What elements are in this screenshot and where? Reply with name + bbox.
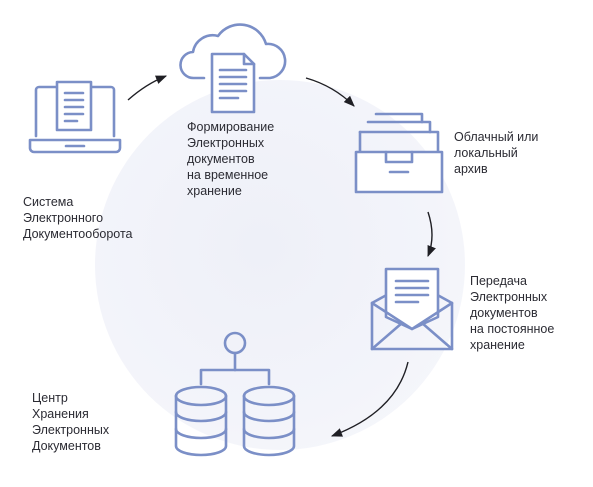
label-line: хранение xyxy=(470,338,525,352)
archive-drawer-icon xyxy=(354,112,444,194)
label-line: документов xyxy=(470,306,538,320)
label-line: Облачный или xyxy=(454,130,539,144)
label-edo-system: Система Электронного Документооборота xyxy=(23,194,133,242)
laptop-document-icon xyxy=(28,80,122,154)
label-line: на постоянное xyxy=(470,322,555,336)
label-formation: Формирование Электронных документов на в… xyxy=(187,119,274,199)
label-line: архив xyxy=(454,162,488,176)
envelope-letter-icon xyxy=(370,267,454,351)
arrow-archive-to-transfer xyxy=(427,211,436,258)
label-line: Электронного xyxy=(23,211,104,225)
arrow-formation-to-archive xyxy=(305,77,355,107)
label-line: Передача xyxy=(470,274,528,288)
label-line: локальный xyxy=(454,146,518,160)
label-line: Электронных xyxy=(470,290,548,304)
label-archive: Облачный или локальный архив xyxy=(454,129,538,177)
label-line: Хранения xyxy=(32,407,89,421)
label-line: Электронных xyxy=(187,136,265,150)
label-line: хранение xyxy=(187,184,242,198)
label-line: Центр xyxy=(32,391,68,405)
label-line: Система xyxy=(23,195,74,209)
label-line: на временное xyxy=(187,168,269,182)
label-line: Документооборота xyxy=(23,227,133,241)
label-line: Документов xyxy=(32,439,101,453)
database-network-icon xyxy=(174,331,296,457)
label-transfer: Передача Электронных документов на посто… xyxy=(470,273,554,353)
label-line: Электронных xyxy=(32,423,110,437)
label-storage-center: Центр Хранения Электронных Документов xyxy=(32,390,109,454)
label-line: документов xyxy=(187,152,255,166)
arrow-edo-to-formation xyxy=(127,75,168,101)
arrow-transfer-to-storage xyxy=(330,361,409,437)
cloud-document-icon xyxy=(179,23,287,114)
label-line: Формирование xyxy=(187,120,275,134)
